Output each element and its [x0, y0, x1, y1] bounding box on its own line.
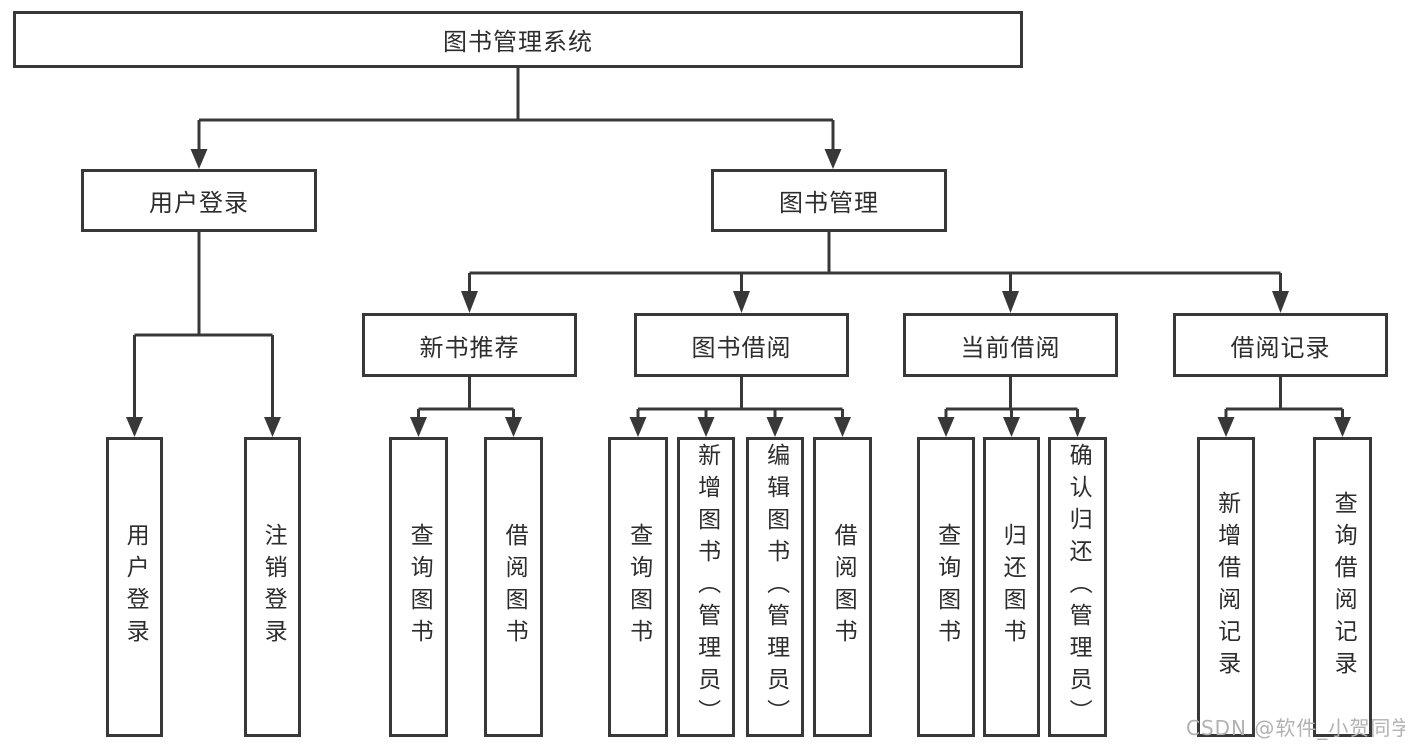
csdn-watermark: CSDN @软件_小贺同学: [1186, 716, 1405, 740]
node-borrow-records: 借阅记录: [1173, 313, 1388, 377]
leaf-bb-borrow-books: 借阅图书: [813, 437, 872, 737]
leaf-user-login: 用户登录: [106, 437, 163, 737]
node-book-borrow: 图书借阅: [634, 313, 849, 377]
leaf-bb-edit-books-admin: 编辑图书（管理员）: [746, 437, 804, 737]
leaf-br-query-record: 查询借阅记录: [1313, 437, 1372, 737]
node-root: 图书管理系统: [13, 11, 1023, 68]
leaf-bb-add-books-admin: 新增图书（管理员）: [677, 437, 735, 737]
node-user-login: 用户登录: [81, 169, 317, 232]
tree-book-borrow-connectors: [629, 377, 851, 437]
node-book-management: 图书管理: [711, 169, 947, 232]
tree-new-book-connectors: [410, 377, 522, 437]
tree-borrow-records-connectors: [1217, 377, 1351, 437]
leaf-cb-confirm-return-admin: 确认归还（管理员）: [1048, 437, 1107, 737]
tree-user-login-connectors: [126, 232, 281, 437]
tree-root-connectors: [190, 68, 842, 169]
tree-book-management-connectors: [461, 232, 1289, 313]
node-current-borrow: 当前借阅: [903, 313, 1118, 377]
leaf-nbr-query-books: 查询图书: [389, 437, 448, 737]
node-new-book-recommend: 新书推荐: [362, 313, 577, 377]
leaf-cb-query-books: 查询图书: [917, 437, 975, 737]
tree-current-borrow-connectors: [937, 377, 1086, 437]
leaf-br-add-record: 新增借阅记录: [1197, 437, 1255, 737]
leaf-logout: 注销登录: [244, 437, 301, 737]
leaf-cb-return-books: 归还图书: [983, 437, 1040, 737]
leaf-nbr-borrow-books: 借阅图书: [484, 437, 543, 737]
leaf-bb-query-books: 查询图书: [608, 437, 668, 737]
